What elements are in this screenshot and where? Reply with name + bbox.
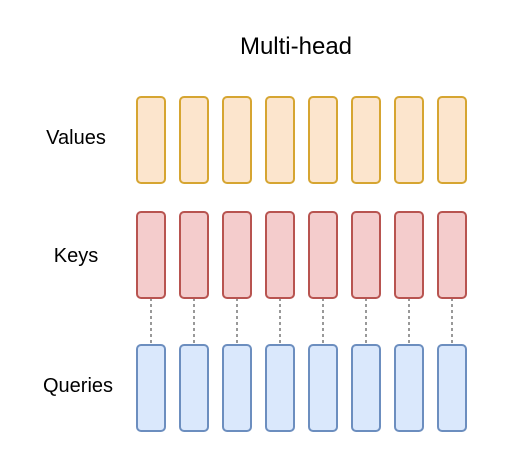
values-head-8 bbox=[437, 96, 467, 184]
queries-head-6 bbox=[351, 344, 381, 432]
values-head-5 bbox=[308, 96, 338, 184]
values-head-1 bbox=[136, 96, 166, 184]
keys-label: Keys bbox=[54, 245, 98, 267]
queries-head-3 bbox=[222, 344, 252, 432]
queries-label: Queries bbox=[43, 375, 113, 397]
queries-head-1 bbox=[136, 344, 166, 432]
keys-head-8 bbox=[437, 211, 467, 299]
values-head-2 bbox=[179, 96, 209, 184]
keys-head-2 bbox=[179, 211, 209, 299]
keys-head-7 bbox=[394, 211, 424, 299]
values-head-4 bbox=[265, 96, 295, 184]
keys-head-3 bbox=[222, 211, 252, 299]
queries-head-4 bbox=[265, 344, 295, 432]
values-head-6 bbox=[351, 96, 381, 184]
queries-head-5 bbox=[308, 344, 338, 432]
queries-head-2 bbox=[179, 344, 209, 432]
query-key-connectors bbox=[150, 298, 453, 345]
keys-head-1 bbox=[136, 211, 166, 299]
keys-row: Keys bbox=[54, 211, 467, 299]
queries-row: Queries bbox=[43, 344, 467, 432]
queries-head-8 bbox=[437, 344, 467, 432]
keys-head-6 bbox=[351, 211, 381, 299]
keys-head-4 bbox=[265, 211, 295, 299]
values-row: Values bbox=[46, 96, 467, 184]
values-head-7 bbox=[394, 96, 424, 184]
queries-head-7 bbox=[394, 344, 424, 432]
diagram-title: Multi-head bbox=[240, 33, 352, 60]
values-head-3 bbox=[222, 96, 252, 184]
keys-head-5 bbox=[308, 211, 338, 299]
values-label: Values bbox=[46, 127, 106, 149]
